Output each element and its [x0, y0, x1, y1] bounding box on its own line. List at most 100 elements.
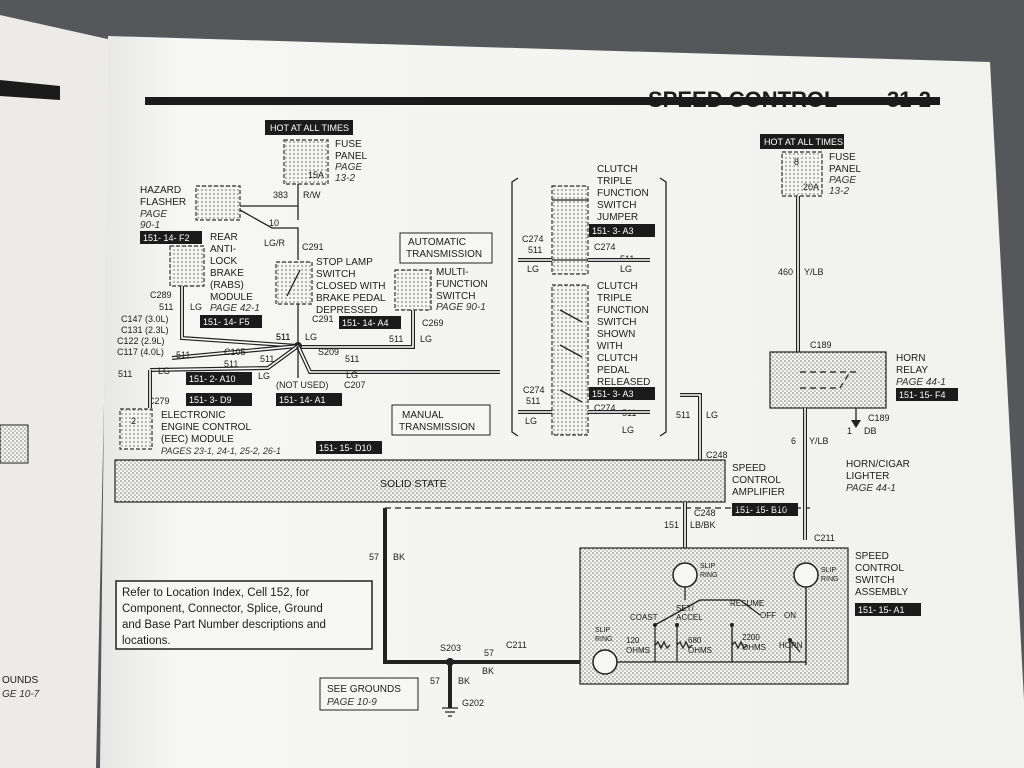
svg-text:151- 14- A1: 151- 14- A1 — [279, 395, 326, 405]
svg-text:OFF: OFF — [760, 611, 776, 620]
svg-text:ANTI-: ANTI- — [210, 244, 236, 255]
svg-text:511: 511 — [118, 369, 132, 379]
svg-text:LG: LG — [346, 370, 358, 380]
eec-module — [119, 408, 153, 450]
svg-text:RELEASED: RELEASED — [597, 377, 650, 388]
svg-text:CLOSED WITH: CLOSED WITH — [316, 281, 385, 292]
svg-text:151- 14- F5: 151- 14- F5 — [203, 317, 250, 327]
svg-text:SWITCH: SWITCH — [316, 269, 355, 280]
svg-text:FUSE: FUSE — [829, 152, 856, 163]
svg-text:SOLID STATE: SOLID STATE — [380, 478, 447, 490]
svg-text:RESUME: RESUME — [730, 599, 764, 608]
svg-text:PAGE 42-1: PAGE 42-1 — [210, 303, 260, 314]
svg-text:DB: DB — [864, 426, 877, 436]
svg-text:LG: LG — [622, 425, 634, 435]
svg-text:PAGE: PAGE — [335, 162, 362, 173]
svg-text:C105: C105 — [224, 347, 246, 357]
svg-text:SPEED: SPEED — [855, 551, 889, 562]
svg-text:ASSEMBLY: ASSEMBLY — [855, 587, 908, 598]
svg-text:FUNCTION: FUNCTION — [597, 188, 649, 199]
svg-text:TRIPLE: TRIPLE — [597, 293, 632, 304]
svg-text:2200: 2200 — [742, 633, 760, 642]
svg-text:SWITCH: SWITCH — [855, 575, 894, 586]
eec-label: ELECTRONIC — [161, 410, 225, 421]
svg-text:511: 511 — [345, 354, 359, 364]
clutch-switch — [551, 284, 589, 436]
svg-text:C274: C274 — [594, 242, 616, 252]
svg-text:RING: RING — [700, 572, 718, 579]
fuse-panel-right — [781, 151, 823, 197]
svg-text:LG: LG — [525, 416, 537, 426]
svg-text:LB/BK: LB/BK — [690, 520, 716, 530]
left-page-text-1: OUNDS — [2, 675, 38, 686]
slip-ring-3 — [592, 649, 618, 675]
svg-text:511: 511 — [276, 332, 290, 342]
svg-text:SPEED: SPEED — [732, 463, 766, 474]
svg-text:C279: C279 — [148, 396, 170, 406]
svg-text:57: 57 — [484, 648, 494, 658]
svg-text:151- 15- D10: 151- 15- D10 — [319, 443, 372, 453]
hot-label-left — [265, 120, 353, 135]
svg-text:C274: C274 — [594, 403, 616, 413]
slip-ring-2 — [793, 562, 819, 588]
header-rule — [145, 97, 940, 105]
svg-text:WITH: WITH — [597, 341, 623, 352]
svg-text:(EEC) MODULE: (EEC) MODULE — [161, 434, 234, 445]
svg-text:CLUTCH: CLUTCH — [597, 164, 638, 175]
svg-text:PAGE 44-1: PAGE 44-1 — [846, 483, 896, 494]
svg-text:BK: BK — [393, 552, 405, 562]
svg-text:SLIP: SLIP — [821, 567, 837, 574]
svg-text:HORN: HORN — [896, 353, 925, 364]
svg-text:C291: C291 — [302, 242, 324, 252]
svg-text:MODULE: MODULE — [210, 292, 253, 303]
svg-text:511: 511 — [260, 354, 274, 364]
auto-trans-box — [399, 232, 493, 264]
svg-text:PAGE 44-1: PAGE 44-1 — [896, 377, 946, 388]
clutch-jumper — [551, 185, 589, 275]
multifunction-switch — [394, 269, 432, 311]
svg-text:C248: C248 — [694, 508, 716, 518]
svg-text:RING: RING — [821, 576, 839, 583]
svg-text:OHMS: OHMS — [688, 646, 712, 655]
svg-text:R/W: R/W — [303, 190, 321, 200]
svg-text:PAGE: PAGE — [829, 175, 856, 186]
svg-text:C211: C211 — [814, 533, 835, 543]
svg-text:C131 (2.3L): C131 (2.3L) — [121, 325, 169, 335]
svg-text:PAGES 23-1, 24-1, 25-2, 26-1: PAGES 23-1, 24-1, 25-2, 26-1 — [161, 446, 281, 456]
svg-text:and Base Part Number descripti: and Base Part Number descriptions and — [122, 619, 326, 631]
left-page — [0, 15, 112, 768]
ground-symbol-icon — [442, 707, 458, 717]
svg-text:AUTOMATIC: AUTOMATIC — [408, 237, 466, 248]
svg-text:1: 1 — [847, 426, 852, 436]
hot-label-right — [760, 134, 844, 149]
svg-text:RELAY: RELAY — [896, 365, 928, 376]
svg-text:S203: S203 — [440, 643, 461, 653]
svg-text:G202: G202 — [462, 698, 484, 708]
svg-text:ACCEL: ACCEL — [676, 613, 703, 622]
svg-text:SWITCH: SWITCH — [597, 200, 636, 211]
svg-text:57: 57 — [430, 676, 440, 686]
svg-text:13-2: 13-2 — [829, 186, 849, 197]
page-number: 31-2 — [887, 87, 931, 112]
svg-text:HORN/CIGAR: HORN/CIGAR — [846, 459, 910, 470]
svg-text:151- 15- B10: 151- 15- B10 — [735, 505, 787, 515]
svg-text:HOT AT ALL TIMES: HOT AT ALL TIMES — [270, 123, 349, 133]
svg-text:C117 (4.0L): C117 (4.0L) — [117, 347, 164, 357]
svg-text:FLASHER: FLASHER — [140, 197, 186, 208]
svg-text:SWITCH: SWITCH — [597, 317, 636, 328]
svg-text:MANUAL: MANUAL — [402, 410, 444, 421]
svg-text:SWITCH: SWITCH — [436, 291, 475, 302]
svg-text:151- 15- F4: 151- 15- F4 — [899, 390, 946, 400]
svg-text:LG: LG — [527, 264, 539, 274]
svg-text:S209: S209 — [318, 347, 339, 357]
svg-text:Y/LB: Y/LB — [804, 267, 824, 277]
svg-text:TRIPLE: TRIPLE — [597, 176, 632, 187]
svg-text:511: 511 — [528, 245, 542, 255]
svg-text:JUMPER: JUMPER — [597, 212, 638, 223]
svg-text:Component, Connector, Splice,: Component, Connector, Splice, Ground — [122, 603, 323, 615]
svg-text:151- 14- A4: 151- 14- A4 — [342, 318, 389, 328]
svg-text:C291: C291 — [312, 314, 334, 324]
svg-text:PEDAL: PEDAL — [597, 365, 630, 376]
svg-text:(RABS): (RABS) — [210, 280, 244, 291]
